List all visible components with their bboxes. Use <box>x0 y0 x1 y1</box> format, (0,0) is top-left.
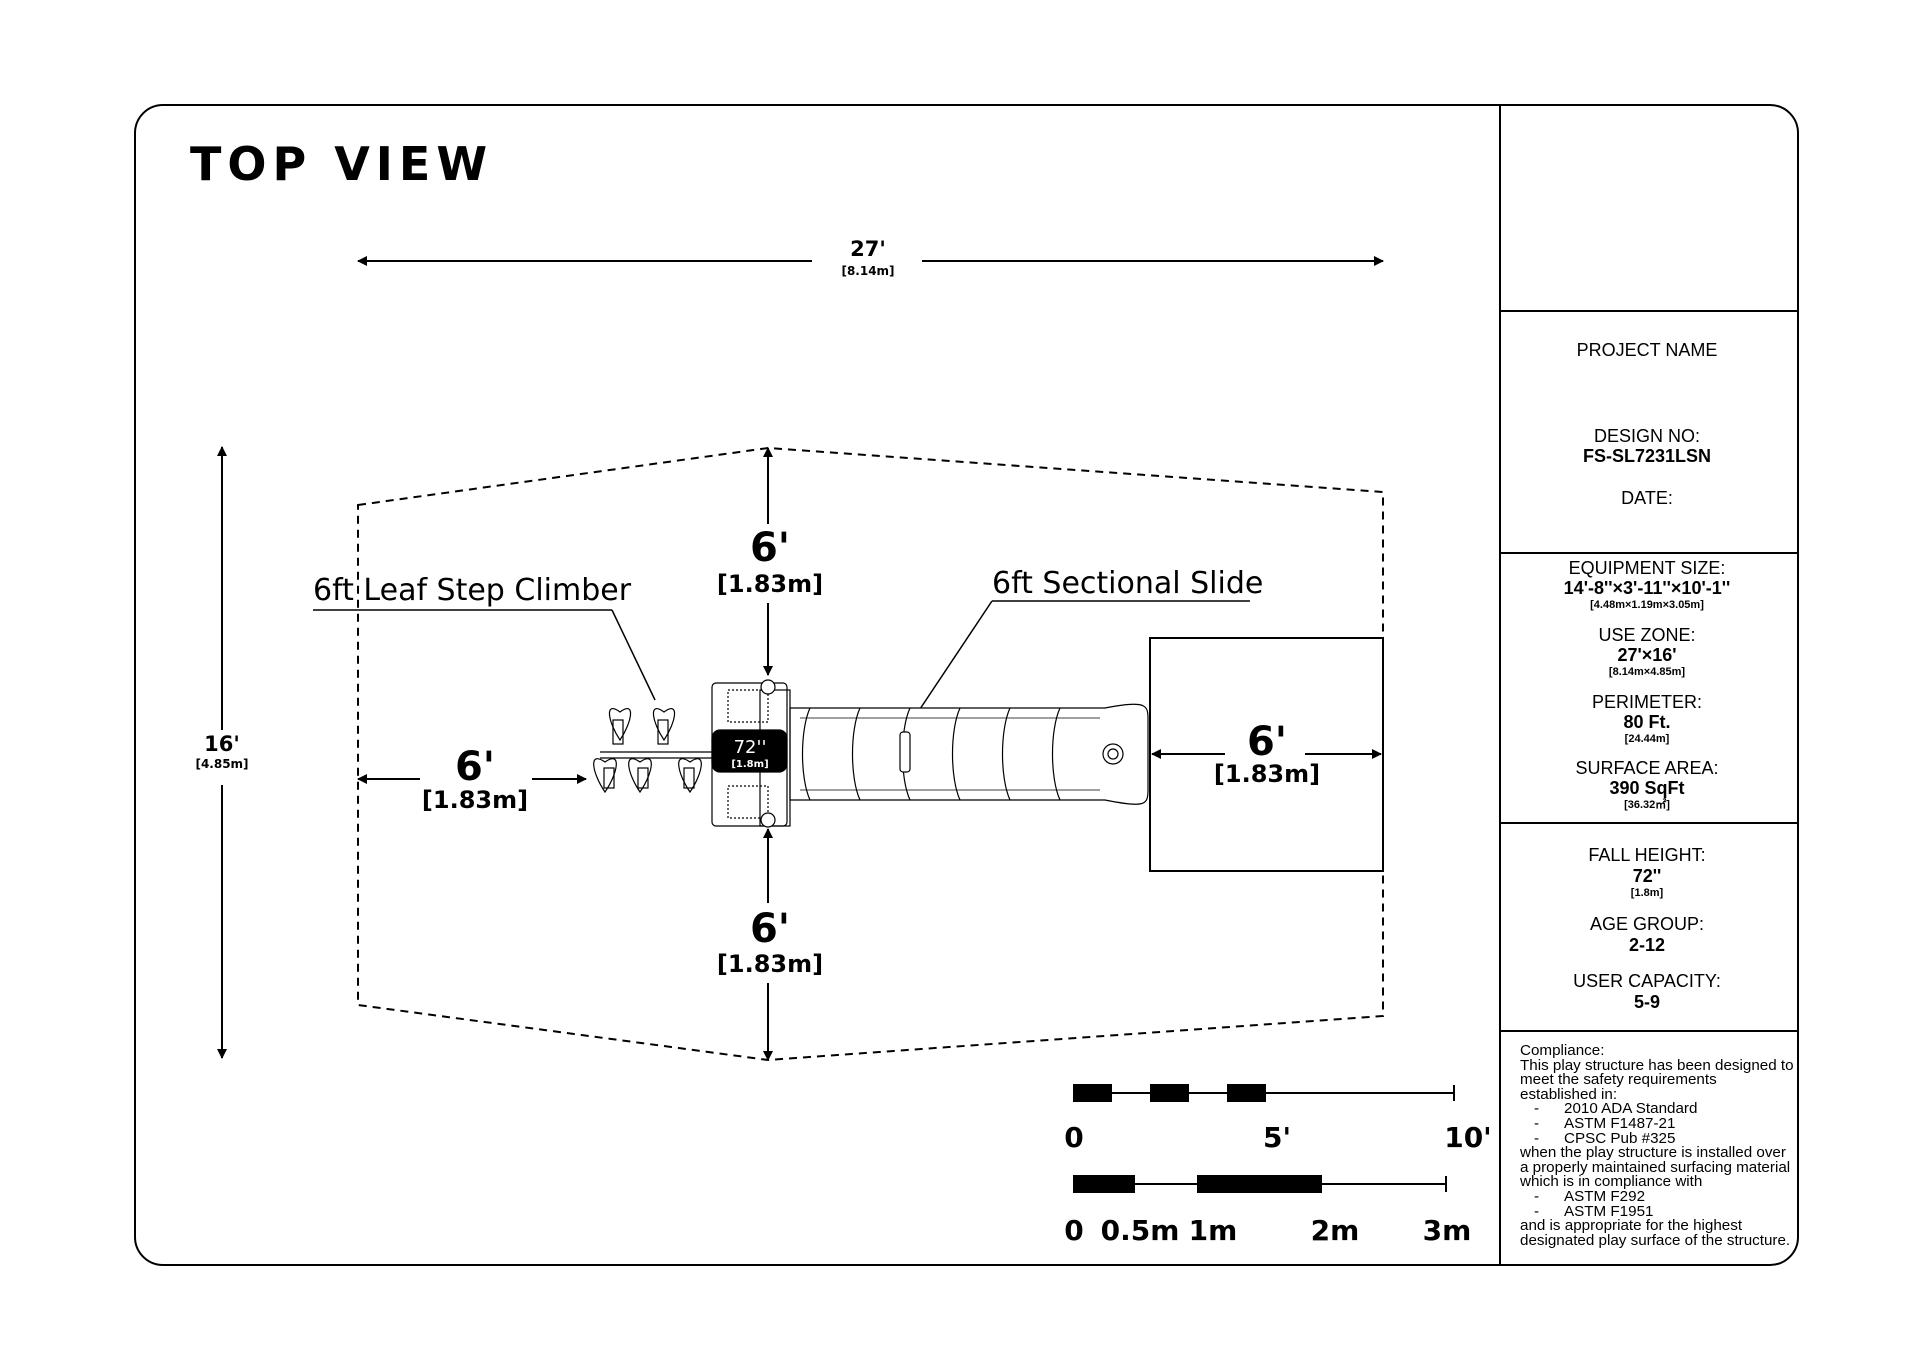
compliance-standard: -CPSC Pub #325 <box>1534 1129 1676 1147</box>
top-clearance-metric: [1.83m] <box>717 570 823 598</box>
age-group-label: AGE GROUP: <box>1589 914 1705 934</box>
slide-exit-clearance-metric: [1.83m] <box>1214 760 1320 788</box>
fall-height-metric: [1.8m] <box>1630 887 1664 899</box>
compliance-heading: Compliance: <box>1520 1042 1605 1059</box>
use-zone-label: USE ZONE: <box>1598 625 1696 645</box>
equipment-size-metric: [4.48m×1.19m×3.05m] <box>1590 599 1704 611</box>
compliance-standard: -2010 ADA Standard <box>1534 1100 1698 1118</box>
overall-width-label: 27' <box>850 237 886 261</box>
left-clearance-metric: [1.83m] <box>422 786 528 814</box>
compliance-surfacing: -ASTM F1951 <box>1534 1202 1654 1220</box>
equipment-size-value: 14'-8''×3'-11''×10'-1'' <box>1563 578 1731 598</box>
page-title: TOP VIEW <box>190 137 493 191</box>
climber-label: 6ft Leaf Step Climber <box>313 573 632 608</box>
imperial-scale-10: 10' <box>1444 1121 1492 1154</box>
compliance-intro: This play structure has been designed to… <box>1520 1056 1794 1103</box>
perimeter-value: 80 Ft. <box>1623 712 1671 732</box>
fall-height-value: 72'' <box>1632 866 1662 886</box>
metric-scale-05: 0.5m <box>1101 1214 1180 1247</box>
compliance-notes: Compliance: This play structure has been… <box>1520 1042 1796 1249</box>
design-no-label: DESIGN NO: <box>1593 426 1700 446</box>
overall-width-metric: [8.14m] <box>841 264 894 278</box>
equipment-size-label: EQUIPMENT SIZE: <box>1568 558 1726 578</box>
top-clearance-dimension: 6' [1.83m] <box>717 447 823 676</box>
compliance-surfacing: -ASTM F292 <box>1534 1187 1646 1205</box>
project-name-label: PROJECT NAME <box>1576 340 1718 360</box>
date-label: DATE: <box>1621 488 1673 508</box>
user-capacity-value: 5-9 <box>1633 992 1660 1012</box>
compliance-middle: when the play structure is installed ove… <box>1520 1144 1791 1191</box>
use-zone-value: 27'×16' <box>1617 645 1677 665</box>
imperial-scale-0: 0 <box>1064 1121 1083 1154</box>
slide-callout: 6ft Sectional Slide <box>917 566 1263 713</box>
compliance-closing: and is appropriate for the highest desig… <box>1520 1217 1791 1249</box>
slide-exit-clearance-label: 6' <box>1247 719 1287 765</box>
deck-height-badge <box>711 729 788 773</box>
use-zone-metric: [8.14m×4.85m] <box>1608 666 1686 678</box>
perimeter-metric: [24.44m] <box>1624 733 1670 745</box>
imperial-scale-5: 5' <box>1263 1121 1291 1154</box>
slide-label: 6ft Sectional Slide <box>992 566 1263 601</box>
metric-scale-bar: 0 0.5m 1m 2m 3m <box>1064 1175 1471 1247</box>
surface-area-value: 390 SqFt <box>1609 778 1685 798</box>
metric-scale-2: 2m <box>1311 1214 1360 1247</box>
overall-depth-label: 16' <box>204 732 240 756</box>
user-capacity-label: USER CAPACITY: <box>1573 971 1721 991</box>
bottom-clearance-dimension: 6' [1.83m] <box>717 828 823 1061</box>
left-clearance-label: 6' <box>455 744 495 790</box>
leaf-step-climber <box>593 708 712 794</box>
climber-callout: 6ft Leaf Step Climber <box>313 573 656 701</box>
design-no-value: FS-SL7231LSN <box>1582 446 1712 466</box>
bottom-clearance-metric: [1.83m] <box>717 950 823 978</box>
overall-depth-dimension: 16' [4.85m] <box>195 446 249 1059</box>
sectional-slide <box>789 703 1149 805</box>
overall-width-dimension: 27' [8.14m] <box>357 237 1384 278</box>
perimeter-label: PERIMETER: <box>1591 692 1702 712</box>
surface-area-label: SURFACE AREA: <box>1575 758 1719 778</box>
overall-depth-metric: [4.85m] <box>195 757 248 771</box>
metric-scale-3: 3m <box>1423 1214 1472 1247</box>
compliance-standard: -ASTM F1487-21 <box>1534 1114 1676 1132</box>
top-clearance-label: 6' <box>750 525 790 571</box>
deck-height-metric: [1.8m] <box>731 759 768 770</box>
fall-height-label: FALL HEIGHT: <box>1588 845 1706 865</box>
slide-exit-zone <box>1149 637 1384 872</box>
imperial-scale-bar: 0 5' 10' <box>1064 1084 1492 1154</box>
metric-scale-1: 1m <box>1189 1214 1238 1247</box>
deck-height-label: 72'' <box>734 737 767 758</box>
slide-exit-clearance-dimension: 6' [1.83m] <box>1151 719 1382 788</box>
sheet-border <box>134 104 1799 1266</box>
title-block-grid <box>1499 105 1798 1265</box>
play-structure <box>593 679 1149 828</box>
age-group-value: 2-12 <box>1628 935 1666 955</box>
metric-scale-0: 0 <box>1064 1214 1083 1247</box>
surface-area-metric: [36.32㎡] <box>1624 799 1670 811</box>
bottom-clearance-label: 6' <box>750 906 790 952</box>
left-clearance-dimension: 6' [1.83m] <box>357 744 587 814</box>
